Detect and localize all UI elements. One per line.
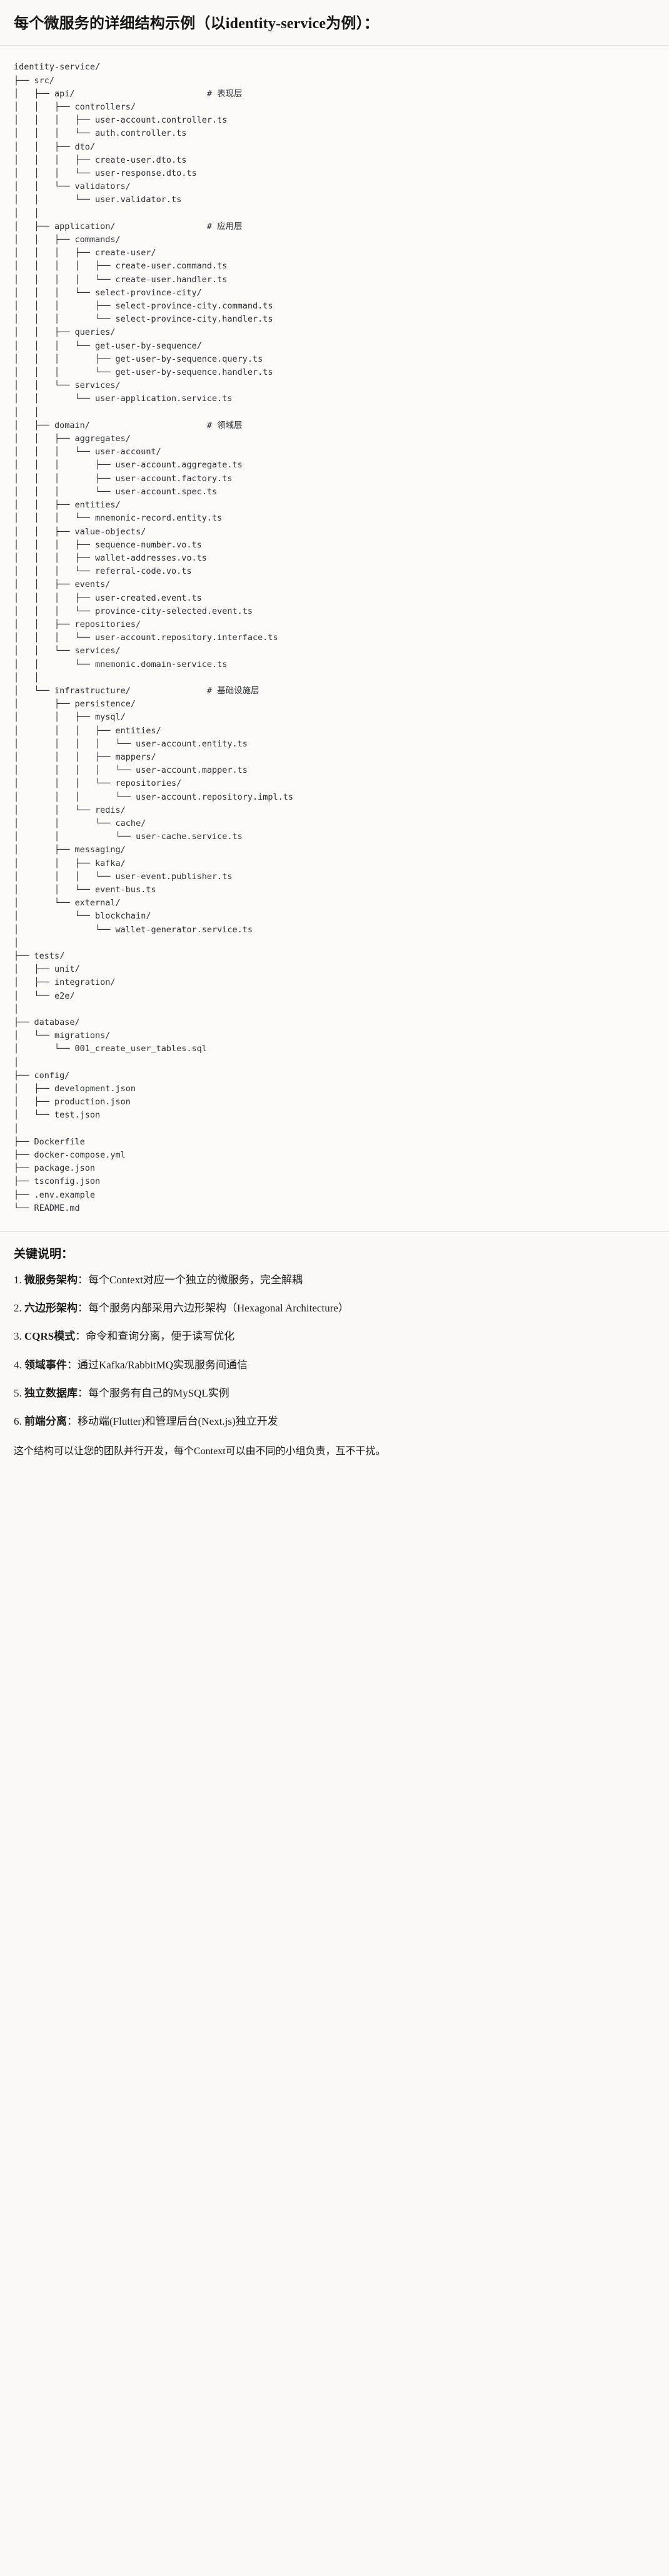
- key-note-text: 移动端(Flutter)和管理后台(Next.js)独立开发: [78, 1415, 278, 1427]
- key-note-separator: ：: [78, 1387, 88, 1399]
- key-note-number: 3.: [14, 1330, 24, 1343]
- key-note-separator: ：: [67, 1358, 78, 1371]
- key-note-label: 独立数据库: [24, 1387, 78, 1399]
- key-note-text: 每个服务有自己的MySQL实例: [88, 1387, 229, 1399]
- key-note-number: 1.: [14, 1274, 24, 1286]
- key-note-number: 6.: [14, 1415, 24, 1427]
- key-note-label: 前端分离: [24, 1415, 67, 1427]
- key-note-text: 通过Kafka/RabbitMQ实现服务间通信: [78, 1358, 248, 1371]
- page-root: 每个微服务的详细结构示例（以identity-service为例）： ident…: [0, 0, 669, 1476]
- key-note-item: 2. 六边形架构：每个服务内部采用六边形架构（Hexagonal Archite…: [14, 1300, 655, 1316]
- key-note-text: 命令和查询分离，便于读写优化: [86, 1330, 235, 1343]
- key-notes-title: 关键说明：: [14, 1248, 74, 1261]
- divider-bottom: [0, 1231, 669, 1233]
- key-note-number: 4.: [14, 1358, 24, 1371]
- key-note-number: 2.: [14, 1302, 24, 1315]
- directory-tree-block: identity-service/ ├── src/ │ ├── api/ # …: [0, 46, 669, 1232]
- key-note-label: 六边形架构: [24, 1302, 78, 1315]
- key-note-item: 5. 独立数据库：每个服务有自己的MySQL实例: [14, 1385, 655, 1402]
- key-note-text: 每个Context对应一个独立的微服务，完全解耦: [88, 1274, 303, 1286]
- directory-tree: identity-service/ ├── src/ │ ├── api/ # …: [14, 62, 294, 1213]
- key-note-number: 5.: [14, 1387, 24, 1399]
- key-note-text: 每个服务内部采用六边形架构（Hexagonal Architecture）: [88, 1302, 349, 1315]
- key-note-label: CQRS模式: [24, 1330, 76, 1343]
- key-note-item: 4. 领域事件：通过Kafka/RabbitMQ实现服务间通信: [14, 1357, 655, 1373]
- key-note-separator: ：: [78, 1302, 88, 1315]
- key-note-label: 微服务架构: [24, 1274, 78, 1286]
- key-note-item: 6. 前端分离：移动端(Flutter)和管理后台(Next.js)独立开发: [14, 1413, 655, 1430]
- key-note-separator: ：: [78, 1274, 88, 1286]
- divider-top: [0, 45, 669, 46]
- key-note-label: 领域事件: [24, 1358, 67, 1371]
- key-note-separator: ：: [67, 1415, 78, 1427]
- closing-paragraph: 这个结构可以让您的团队并行开发，每个Context可以由不同的小组负责，互不干扰…: [14, 1446, 386, 1457]
- title-section: 每个微服务的详细结构示例（以identity-service为例）：: [0, 0, 669, 46]
- page-title: 每个微服务的详细结构示例（以identity-service为例）：: [14, 16, 380, 32]
- key-note-item: 1. 微服务架构：每个Context对应一个独立的微服务，完全解耦: [14, 1271, 655, 1288]
- key-note-item: 3. CQRS模式：命令和查询分离，便于读写优化: [14, 1328, 655, 1345]
- key-note-separator: ：: [75, 1330, 86, 1343]
